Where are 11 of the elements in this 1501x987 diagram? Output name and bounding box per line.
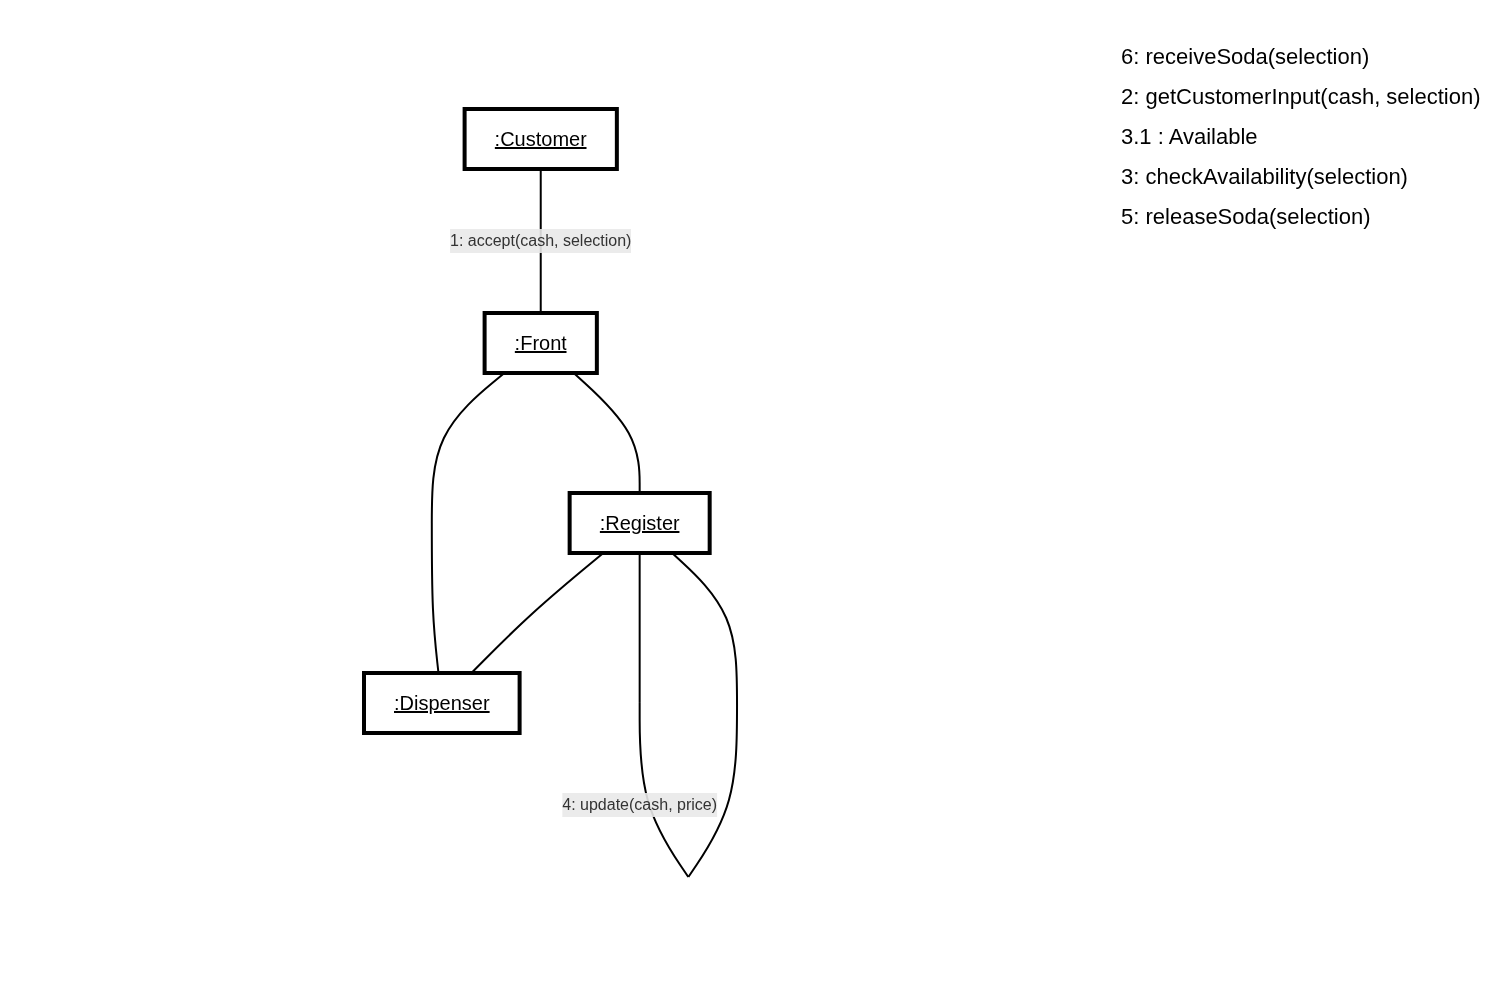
message-label: 3: checkAvailability(selection) xyxy=(1121,164,1409,190)
message-label: 3.1 : Available xyxy=(1121,124,1259,150)
message-label: 6: receiveSoda(selection) xyxy=(1121,44,1371,70)
node-box: :Register xyxy=(567,491,712,556)
message-label: 5: releaseSoda(selection) xyxy=(1121,204,1372,230)
node-box: :Customer xyxy=(462,107,619,172)
edge-label: 4: update(cash, price) xyxy=(562,796,718,814)
edge-label: 1: accept(cash, selection) xyxy=(450,232,632,250)
node-box: :Front xyxy=(482,311,599,376)
node-box: :Dispenser xyxy=(362,671,522,736)
message-label: 2: getCustomerInput(cash, selection) xyxy=(1121,84,1481,110)
